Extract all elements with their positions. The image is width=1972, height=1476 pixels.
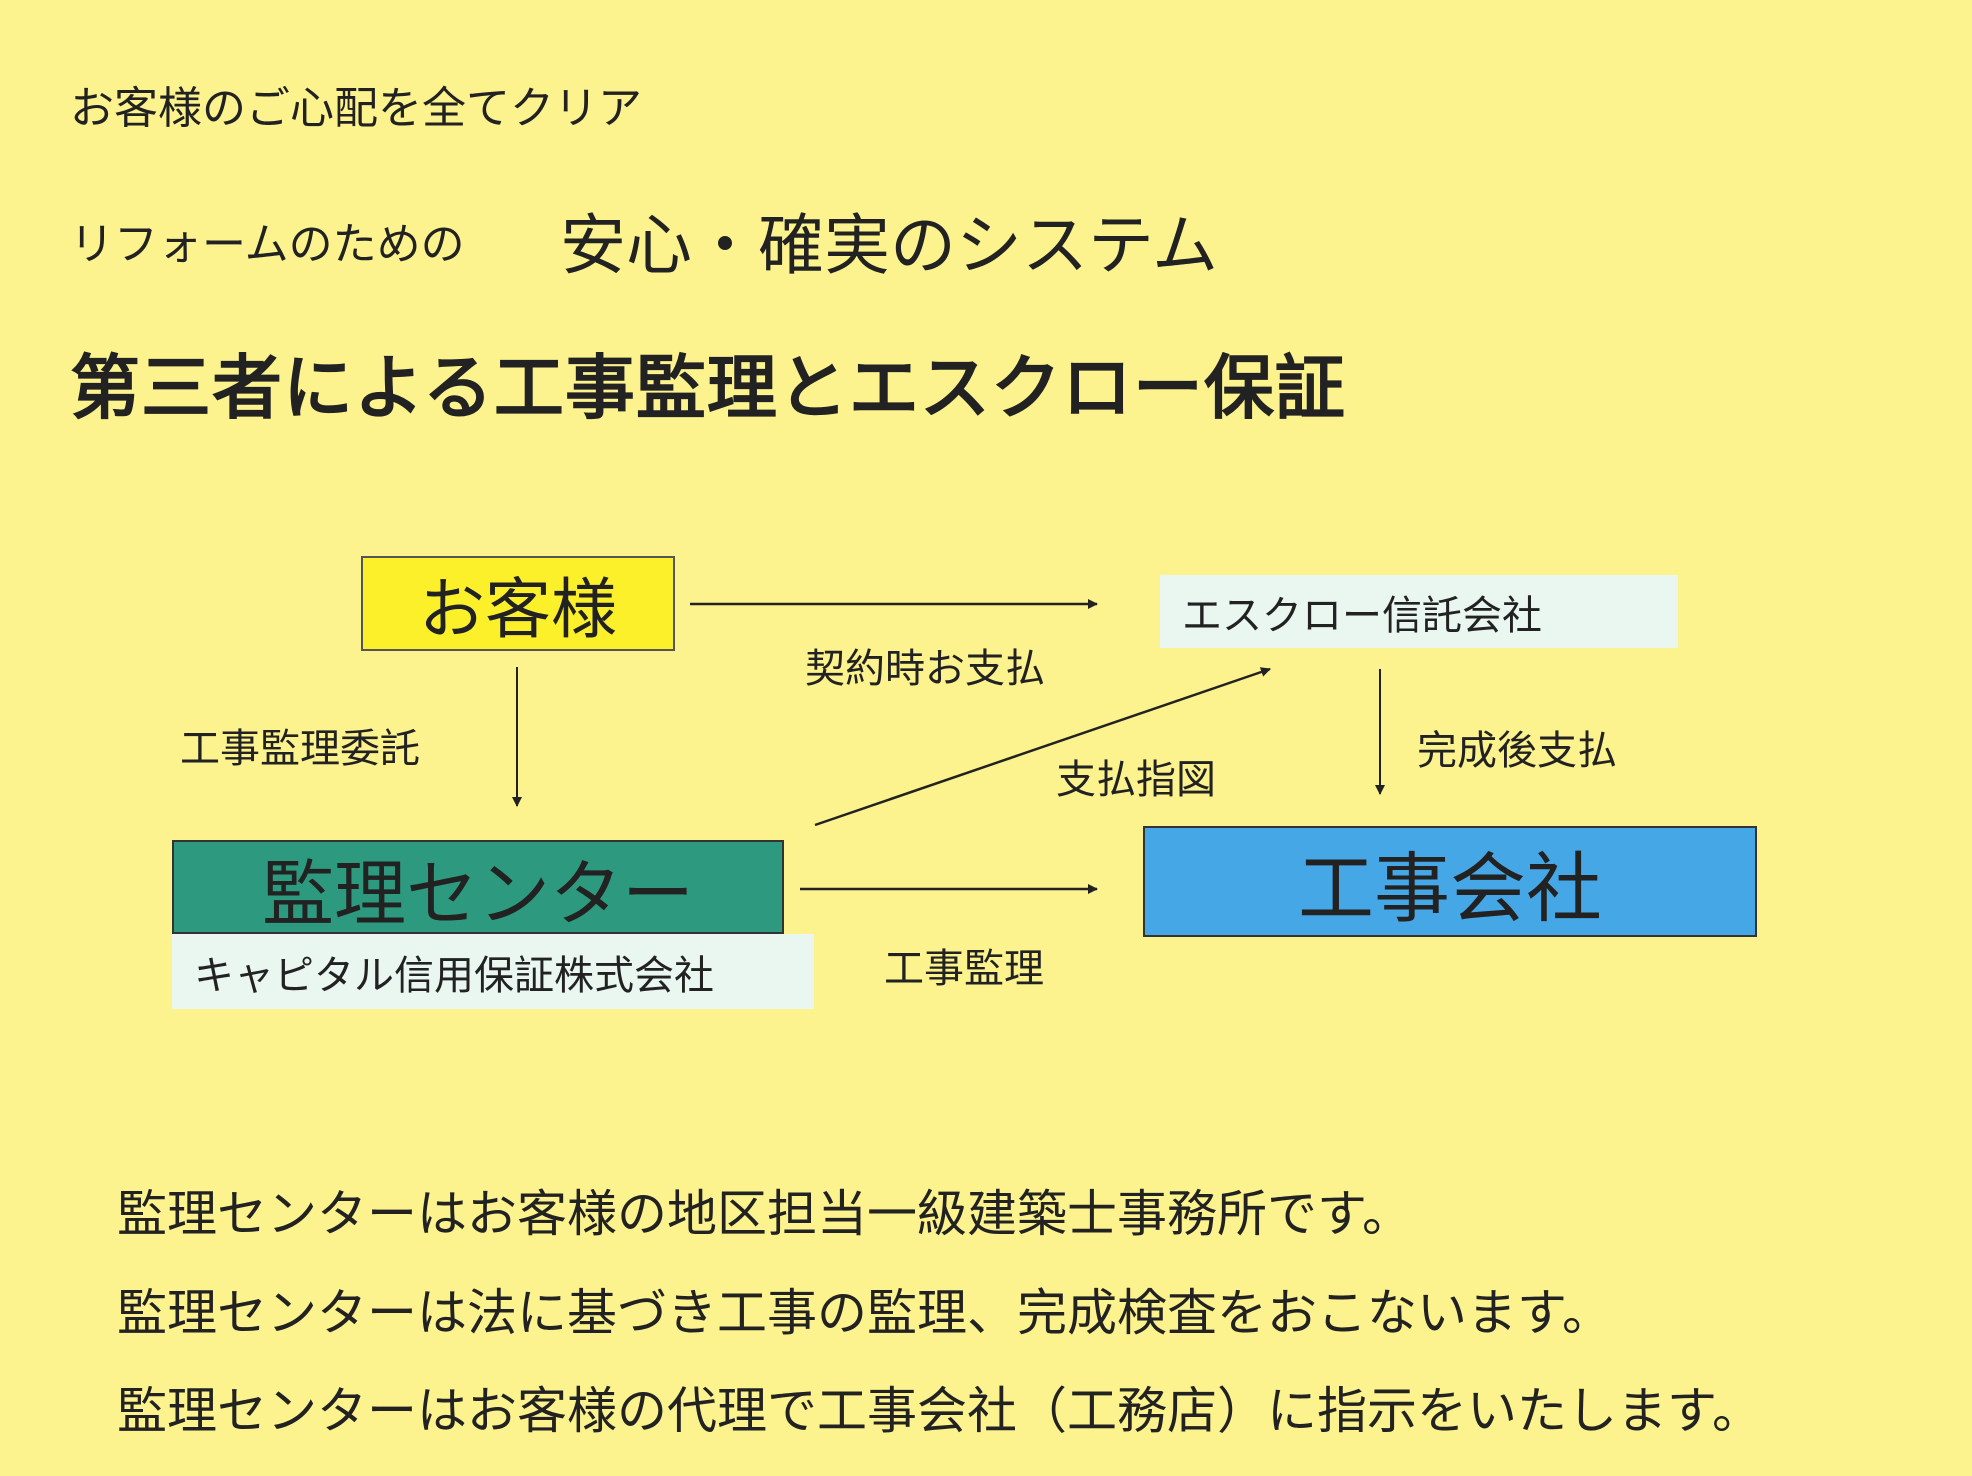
tagline: お客様のご心配を全てクリア [70,83,642,134]
arrow-center-to-escrow [814,667,1271,827]
escrow-label: エスクロー信託会社 [1182,592,1542,639]
contractor-label: 工事会社 [1298,843,1602,933]
edge-label-supervision-commission: 工事監理委託 [180,726,420,772]
center-label: 監理センター [261,851,694,936]
subtitle-main: 安心・確実のシステム [560,207,1219,284]
note-1: 監理センターはお客様の地区担当一級建築士事務所です。 [117,1185,1412,1243]
contractor-node: 工事会社 [1143,826,1757,937]
page-title: 第三者による工事監理とエスクロー保証 [70,347,1346,429]
escrow-node: エスクロー信託会社 [1160,575,1678,648]
center-subtitle-label: キャピタル信用保証株式会社 [194,952,714,999]
edge-label-payment-instruction: 支払指図 [1056,757,1216,803]
customer-node: お客様 [361,556,675,651]
note-2: 監理センターは法に基づき工事の監理、完成検査をおこないます。 [117,1284,1612,1342]
subtitle-prefix: リフォームのための [70,219,465,270]
customer-label: お客様 [419,570,617,648]
note-3: 監理センターはお客様の代理で工事会社（工務店）に指示をいたします。 [117,1382,1762,1440]
edge-label-contract-payment: 契約時お支払 [805,646,1045,692]
center-node: 監理センター [172,840,784,936]
edge-label-completion-payment: 完成後支払 [1417,728,1617,774]
center-subtitle-node: キャピタル信用保証株式会社 [172,934,814,1009]
edge-label-supervision: 工事監理 [884,946,1044,992]
